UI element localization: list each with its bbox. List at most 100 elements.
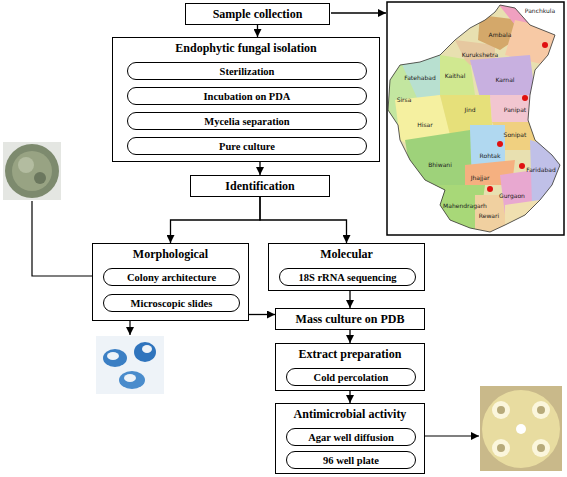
agar-plate-photo	[480, 386, 562, 471]
district-name: Fatehabad	[404, 75, 435, 81]
colony-photo	[3, 142, 61, 200]
district-name: Rewari	[479, 213, 499, 219]
box-label: Agar well diffusion	[308, 432, 394, 443]
district-name: Karnal	[495, 77, 514, 83]
photo-ground	[3, 142, 61, 200]
well	[516, 424, 526, 434]
site-dot	[519, 163, 525, 169]
process-box: Endophytic fungal isolationSterilization…	[112, 37, 380, 162]
spore	[103, 349, 127, 367]
district-map	[385, 0, 565, 235]
box-label: Morphological	[93, 244, 248, 262]
step-pill: Microscopic slides	[103, 294, 240, 312]
map-arrow	[331, 12, 386, 13]
district-name: Faridabad	[526, 167, 556, 173]
district-name: Bhiwani	[428, 162, 452, 168]
process-box: Sample collection	[185, 3, 330, 25]
map-frame	[387, 2, 564, 235]
leader-arrow	[425, 435, 479, 436]
box-label: Antimicrobial activity	[276, 404, 424, 422]
agar-plate	[482, 390, 560, 468]
box-label: Mass culture on PDB	[296, 312, 405, 327]
spore	[124, 374, 136, 382]
step-pill: Pure culture	[127, 137, 367, 155]
box-label: Microscopic slides	[131, 298, 213, 309]
well	[497, 406, 505, 414]
box-label: Endophytic fungal isolation	[113, 38, 379, 56]
process-box: Antimicrobial activityAgar well diffusio…	[275, 403, 425, 474]
box-label: Mycelia separation	[204, 116, 289, 127]
district-name: Rohtak	[480, 153, 501, 159]
petri-dish	[5, 144, 59, 198]
inhibition-zone	[492, 401, 510, 419]
step-pill: Cold percolation	[286, 368, 416, 386]
box-label: Molecular	[269, 244, 424, 262]
district-name: Gurgaon	[499, 193, 525, 199]
site-dot	[487, 186, 493, 192]
inhibition-zone	[492, 439, 510, 457]
process-box: Mass culture on PDB	[275, 308, 425, 330]
flow-arrow	[260, 197, 347, 243]
district-name: Sonipat	[504, 132, 527, 138]
site-dot	[497, 141, 503, 147]
flow-arrow	[259, 162, 260, 175]
district-name: Jhajjar	[471, 175, 490, 181]
well	[497, 444, 505, 452]
leader-arrow	[129, 321, 130, 335]
box-label: Cold percolation	[314, 372, 389, 383]
district-name: Sirsa	[397, 97, 412, 103]
step-pill: Agar well diffusion	[286, 428, 416, 446]
flow-arrow	[349, 330, 350, 343]
flow-arrow	[257, 25, 258, 37]
process-box: MorphologicalColony architectureMicrosco…	[92, 243, 249, 321]
step-pill: 96 well plate	[286, 451, 416, 469]
district-name: Kurukshetra	[462, 52, 498, 58]
district-name: Mahendragarh	[443, 203, 487, 209]
colony	[18, 157, 34, 173]
flow-arrow	[249, 314, 275, 315]
process-box: Identification	[190, 175, 330, 197]
well	[537, 444, 545, 452]
microscope-photo	[96, 336, 164, 394]
state-ground	[387, 2, 564, 235]
state-outline	[388, 5, 560, 232]
process-box: Extract preparationCold percolation	[275, 343, 425, 391]
district-name: Panchkula	[525, 8, 555, 14]
step-pill: Mycelia separation	[127, 112, 367, 130]
step-pill: 18S rRNA sequencing	[279, 268, 416, 286]
colony	[34, 172, 46, 184]
district-name: Panipat	[504, 107, 526, 113]
flow-arrow	[349, 291, 350, 308]
box-label: Identification	[225, 179, 294, 194]
box-label: Incubation on PDA	[204, 91, 291, 102]
box-label: 96 well plate	[323, 455, 379, 466]
district	[495, 0, 530, 25]
district-name: Ambala	[489, 32, 512, 38]
well	[537, 406, 545, 414]
step-pill: Colony architecture	[103, 268, 240, 286]
box-label: 18S rRNA sequencing	[298, 272, 396, 283]
box-label: Sample collection	[213, 7, 303, 22]
spore	[142, 345, 152, 353]
inhibition-zone	[532, 401, 550, 419]
colony	[12, 151, 52, 191]
step-pill: Sterilization	[127, 62, 367, 80]
site-dot	[522, 95, 528, 101]
leader-line	[32, 201, 92, 276]
inhibition-zone	[532, 439, 550, 457]
spore	[134, 342, 156, 362]
flow-arrow	[171, 197, 261, 243]
box-label: Colony architecture	[127, 272, 216, 283]
box-label: Pure culture	[219, 141, 275, 152]
district	[470, 55, 535, 98]
site-dot	[542, 42, 548, 48]
district-name: Kaithal	[445, 73, 466, 79]
flow-arrow	[349, 391, 350, 403]
district	[470, 125, 505, 165]
spore	[107, 352, 119, 360]
box-label: Sterilization	[220, 66, 275, 77]
district-name: Jind	[464, 107, 475, 113]
spore	[119, 371, 145, 389]
box-label: Extract preparation	[276, 344, 424, 362]
